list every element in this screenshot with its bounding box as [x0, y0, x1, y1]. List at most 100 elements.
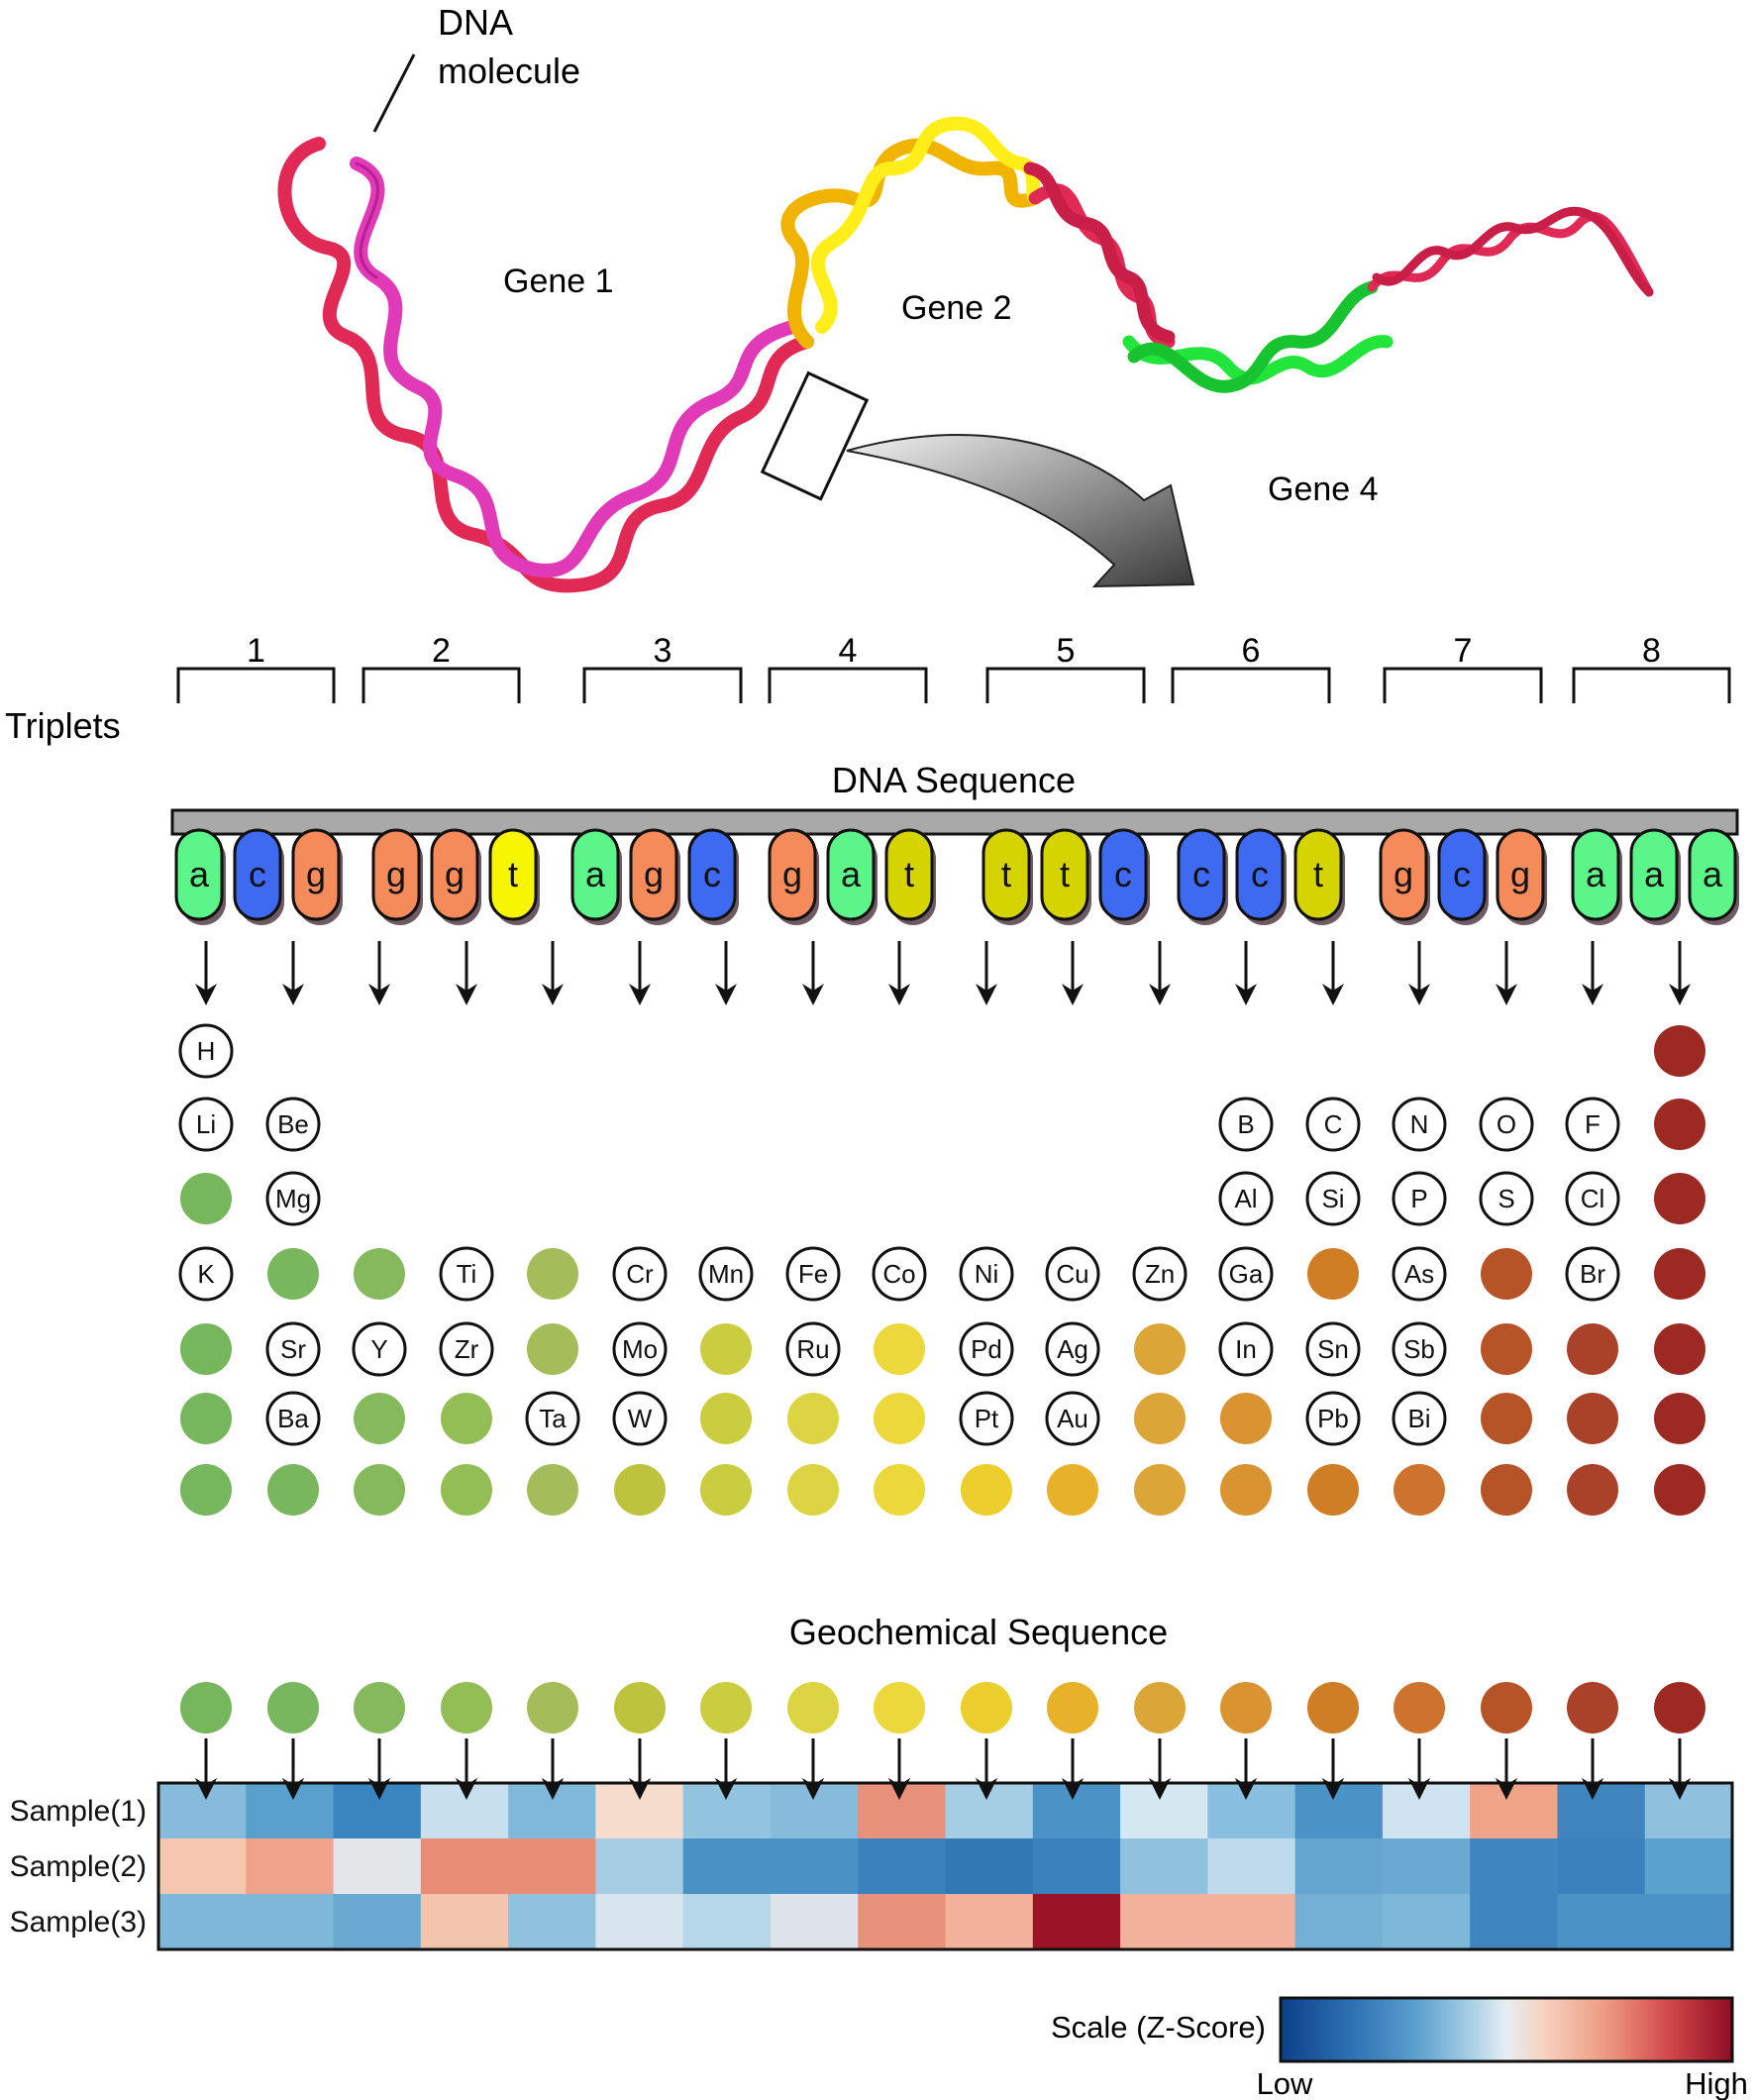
tail-helix	[1367, 206, 1654, 297]
element-circle	[1565, 1171, 1620, 1226]
element-symbol: Ti	[457, 1259, 477, 1289]
geochemical-dot	[1654, 1682, 1705, 1733]
heatmap-cell	[770, 1894, 859, 1950]
base-pill	[1437, 828, 1487, 921]
element-s: S	[1479, 1171, 1534, 1226]
element-dot	[1220, 1393, 1272, 1444]
element-b: B	[1218, 1097, 1274, 1152]
gene1-strand-magenta	[350, 157, 799, 578]
element-dot	[267, 1248, 319, 1300]
element-dot	[267, 1464, 319, 1516]
element-ta: Ta	[525, 1391, 580, 1446]
element-symbol: Bi	[1407, 1404, 1430, 1433]
triplet-number: 6	[1242, 632, 1261, 670]
element-symbol: Sb	[1403, 1334, 1435, 1364]
down-arrow-head	[195, 984, 217, 1005]
base-pill	[1379, 828, 1428, 921]
down-arrow-head	[1235, 984, 1257, 1005]
heatmap-cell	[1470, 1894, 1559, 1950]
bracket-line	[582, 667, 743, 703]
geochemical-dot	[441, 1682, 492, 1733]
base-letter: c	[1251, 854, 1269, 894]
triplet-bracket-6: 6	[1171, 632, 1331, 703]
element-symbol: P	[1410, 1184, 1427, 1213]
element-dot	[354, 1464, 405, 1516]
element-symbol: O	[1497, 1109, 1516, 1139]
element-symbol: Ga	[1229, 1259, 1264, 1289]
base-pill	[826, 828, 876, 921]
geochemical-dot	[787, 1682, 839, 1733]
element-dot	[1134, 1393, 1186, 1444]
element-dot	[1567, 1323, 1618, 1375]
down-arrow-head	[715, 984, 737, 1005]
element-circle	[1305, 1097, 1361, 1152]
heatmap-cell	[508, 1894, 596, 1950]
geochemical-dot	[874, 1682, 925, 1733]
element-symbol: Ag	[1057, 1334, 1088, 1364]
element-circle	[1218, 1097, 1274, 1152]
triplets-label: Triplets	[5, 705, 121, 746]
element-dot	[1654, 1099, 1705, 1150]
element-mo: Mo	[612, 1321, 668, 1377]
base-letter: c	[1114, 854, 1132, 894]
heatmap-cell	[682, 1894, 772, 1950]
element-dot	[1654, 1248, 1705, 1300]
base-letter: g	[1394, 854, 1413, 894]
element-pt: Pt	[959, 1391, 1014, 1446]
heatmap-cell	[508, 1838, 596, 1895]
dna-base: t	[1040, 828, 1091, 925]
element-zn: Zn	[1132, 1246, 1188, 1302]
heatmap-cell	[682, 1838, 772, 1895]
triplet-number: 3	[654, 632, 672, 670]
base-letter: t	[1060, 854, 1070, 894]
down-arrow-head	[282, 1778, 304, 1800]
element-symbol: Ta	[539, 1404, 567, 1433]
base-letter: t	[508, 854, 518, 894]
triplet-bracket-8: 8	[1572, 632, 1731, 703]
element-h: H	[178, 1023, 234, 1079]
element-dot	[441, 1393, 492, 1444]
base-pill	[430, 828, 479, 921]
geochemical-dot	[614, 1682, 666, 1733]
element-sn: Sn	[1305, 1321, 1361, 1377]
dna-label-leader-line	[372, 53, 416, 133]
element-as: As	[1392, 1246, 1447, 1302]
heatmap-row-label: Sample(3)	[10, 1906, 147, 1939]
element-dot	[1654, 1393, 1705, 1444]
dna-base: g	[291, 828, 343, 925]
dna-base: g	[430, 828, 481, 925]
element-circle	[1392, 1321, 1447, 1377]
down-arrow-head	[715, 1778, 737, 1800]
element-circle	[959, 1246, 1014, 1302]
down-arrow-head	[1582, 984, 1603, 1005]
down-arrow-head	[456, 984, 477, 1005]
down-arrow-head	[802, 984, 824, 1005]
element-al: Al	[1218, 1171, 1274, 1226]
dna-base: c	[1177, 828, 1228, 925]
element-circle	[1305, 1321, 1361, 1377]
element-symbol: Be	[277, 1109, 309, 1139]
element-dot	[527, 1323, 578, 1375]
element-circle	[178, 1097, 234, 1152]
element-dot	[1134, 1323, 1186, 1375]
heatmap-cell	[1644, 1838, 1733, 1895]
element-symbol: Co	[882, 1259, 915, 1289]
base-pill	[1571, 828, 1620, 921]
geochemical-dot	[180, 1682, 232, 1733]
heatmap-cell	[333, 1894, 422, 1950]
element-circle	[1392, 1246, 1447, 1302]
element-dot	[614, 1464, 666, 1516]
dna-molecule-label-line2: molecule	[438, 51, 580, 91]
dna-backbone-bar	[170, 808, 1739, 836]
dna-sequence-title: DNA Sequence	[832, 760, 1076, 800]
element-dot	[1654, 1464, 1705, 1516]
heatmap-cell	[1120, 1894, 1208, 1950]
down-arrow-head	[888, 984, 910, 1005]
geochemical-sequence-title: Geochemical Sequence	[789, 1612, 1168, 1652]
element-cl: Cl	[1565, 1171, 1620, 1226]
heatmap-cell	[1557, 1783, 1646, 1839]
gene4-helix	[1122, 280, 1394, 393]
element-o: O	[1479, 1097, 1534, 1152]
geochemical-dot	[700, 1682, 752, 1733]
